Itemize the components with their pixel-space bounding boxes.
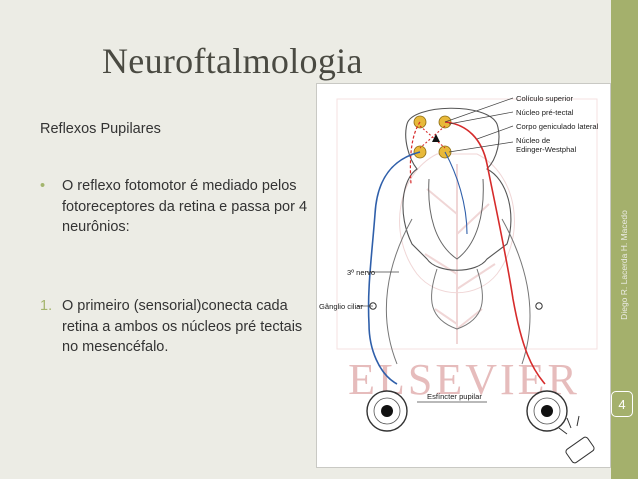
leader-lines	[357, 97, 514, 403]
afferent-branch	[409, 121, 421, 185]
numbered-item: 1. O primeiro (sensorial)conecta cada re…	[40, 296, 310, 358]
label-geniculado: Corpo geniculado lateral	[516, 122, 599, 131]
label-coliculo: Colículo superior	[516, 94, 573, 103]
pupillary-reflex-diagram: ELSEVIER	[316, 83, 611, 468]
crossing-fibers	[419, 125, 446, 149]
efferent-branch	[444, 151, 468, 235]
label-pretectal: Núcleo pré-tectal	[516, 108, 574, 117]
chiasm-outline	[431, 268, 483, 330]
afferent-pathway	[444, 121, 546, 385]
slide-subtitle: Reflexos Pupilares	[40, 121, 161, 137]
label-ew-line1: Núcleo de	[516, 136, 550, 145]
ciliary-ganglion-right	[535, 302, 543, 310]
label-esfincter: Esfíncter pupilar	[427, 392, 482, 401]
flashlight-icon	[558, 415, 595, 464]
optic-tract-outline	[385, 218, 531, 365]
efferent-pathway	[367, 151, 421, 385]
midbrain-outline	[402, 107, 512, 271]
eye-right	[526, 390, 568, 432]
slide-title: Neuroftalmologia	[102, 41, 363, 81]
label-ganglio: Gânglio ciliar	[319, 302, 363, 311]
label-nervo: 3º nervo	[347, 268, 375, 277]
bullet-item: • O reflexo fotomotor é mediado pelos fo…	[40, 176, 310, 238]
number-marker: 1.	[40, 298, 53, 314]
numbered-text: O primeiro (sensorial)conecta cada retin…	[62, 298, 303, 355]
page-number: 4	[611, 391, 633, 417]
eye-left	[366, 390, 408, 432]
aqueduct-marker	[432, 134, 440, 142]
diagram-svg: ELSEVIER	[319, 94, 599, 464]
brainstem-outline	[428, 178, 484, 260]
bullet-marker: •	[40, 178, 46, 194]
label-ew-line2: Edinger-Westphal	[516, 145, 577, 154]
bullet-text: O reflexo fotomotor é mediado pelos foto…	[62, 178, 308, 235]
author-credit: Diego R. Lacerda H. Macedo	[619, 210, 629, 320]
watermark-tree	[336, 98, 598, 350]
